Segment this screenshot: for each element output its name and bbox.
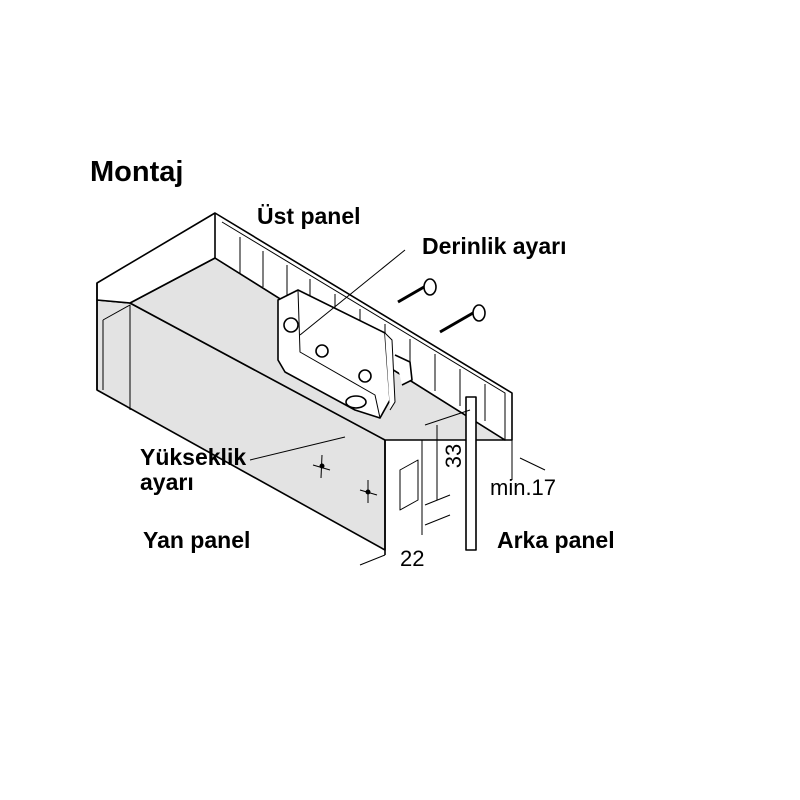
label-back-panel: Arka panel [497,527,615,553]
screw-icon [439,304,486,334]
diagram-title: Montaj [90,156,184,188]
screw-icon [397,278,437,304]
dimension-min-gap: min.17 [490,475,557,500]
dimension-width: 22 [400,546,425,571]
dimension-height: 33 [441,443,467,469]
drill-mark-icon [359,480,378,503]
label-side-panel: Yan panel [143,527,251,553]
label-depth-adjust: Derinlik ayarı [422,233,567,259]
drill-mark-icon [312,454,331,479]
back-panel [465,396,477,551]
label-height-adjust-2: ayarı [140,469,194,495]
label-top-panel: Üst panel [257,203,361,229]
label-height-adjust-1: Yükseklik [140,444,247,470]
bracket [277,289,413,419]
